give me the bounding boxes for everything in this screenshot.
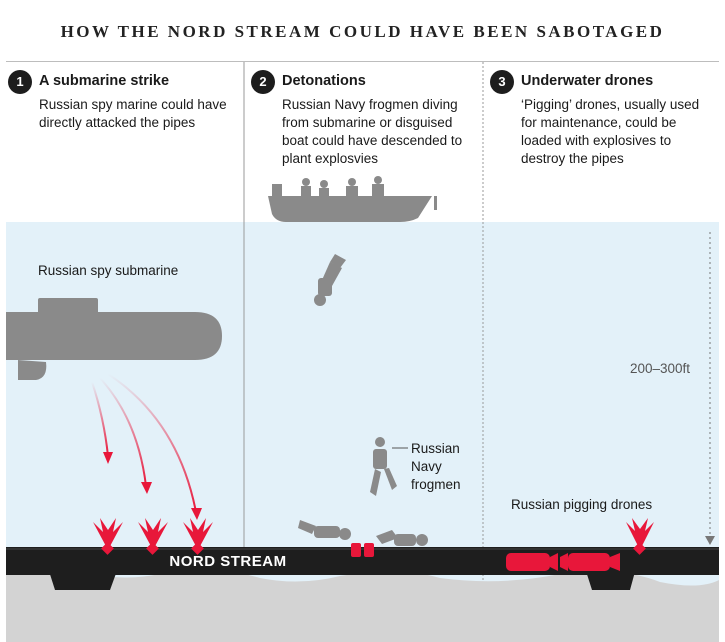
submarine-label: Russian spy submarine xyxy=(38,263,179,278)
step-number-3: 3 xyxy=(490,70,514,94)
drones-label: Russian pigging drones xyxy=(511,497,653,512)
step-description-2: Russian Navy frogmen diving from submari… xyxy=(282,97,463,166)
step-description-3: ‘Pigging’ drones, usually used for maint… xyxy=(521,97,700,166)
torpedo-head-1 xyxy=(103,452,113,464)
step-heading-1: A submarine strike xyxy=(39,73,170,89)
explosive-charge xyxy=(351,543,374,557)
pipe-label: NORD STREAM xyxy=(169,553,287,570)
frogmen-planting xyxy=(298,520,428,546)
step-heading-3: Underwater drones xyxy=(521,73,654,89)
torpedo-trail-2 xyxy=(99,377,147,487)
step-number-1: 1 xyxy=(8,70,32,94)
boat-silhouette xyxy=(268,176,437,222)
seabed xyxy=(6,566,719,642)
frogman-upright xyxy=(370,437,397,496)
torpedo-head-2 xyxy=(141,482,152,494)
page-title: HOW THE NORD STREAM COULD HAVE BEEN SABO… xyxy=(60,22,665,41)
torpedo-trail-1 xyxy=(91,381,109,457)
diver-descending xyxy=(314,254,346,306)
submarine-silhouette xyxy=(6,298,222,380)
frogmen-label: Russian Navy frogmen xyxy=(411,441,461,492)
depth-arrow-head xyxy=(705,536,715,545)
torpedo-head-3 xyxy=(191,508,202,520)
pigging-drones xyxy=(506,553,620,571)
step-number-2: 2 xyxy=(251,70,275,94)
step-heading-2: Detonations xyxy=(282,73,366,89)
torpedo-trail-3 xyxy=(107,373,197,513)
title-rule xyxy=(6,61,719,62)
step-description-1: Russian spy marine could have directly a… xyxy=(39,97,227,130)
depth-label: 200–300ft xyxy=(628,361,693,376)
